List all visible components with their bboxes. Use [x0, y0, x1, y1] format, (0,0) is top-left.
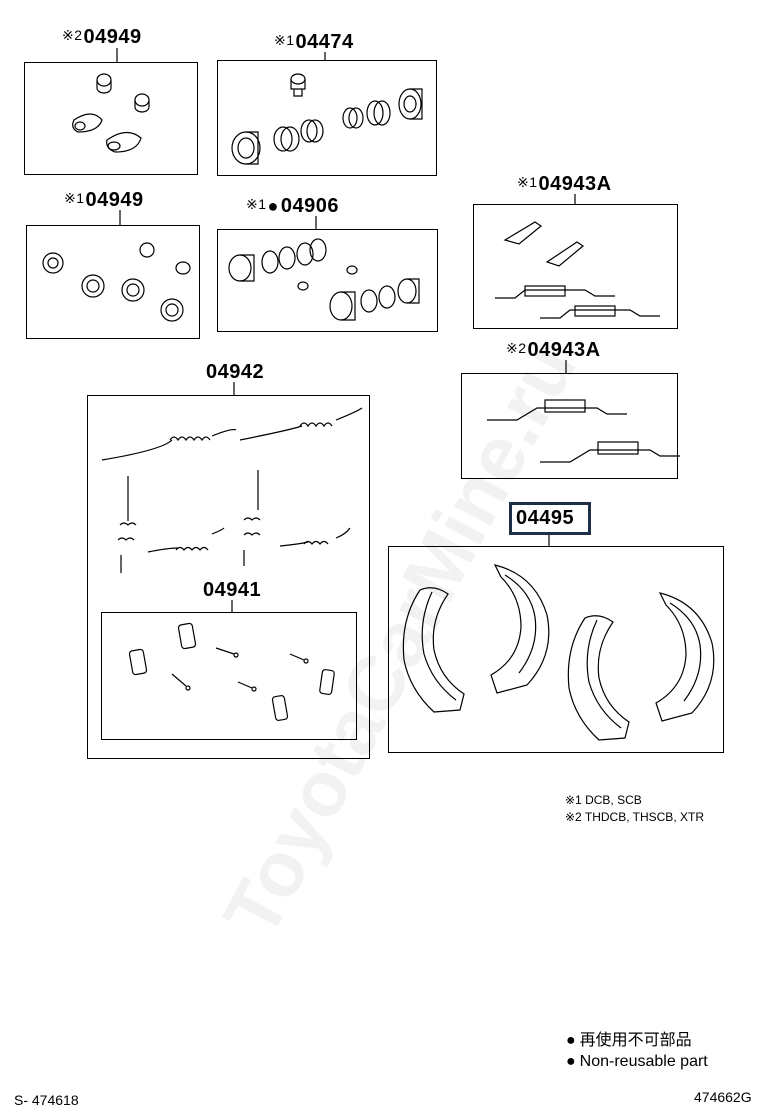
cup-icon [231, 131, 261, 165]
cup-icon [121, 278, 145, 302]
footer-left-code: S- 474618 [14, 1092, 79, 1108]
hold-down-spring-icon [117, 476, 137, 573]
applicability-note-2: ※2 THDCB, THSCB, XTR [565, 810, 704, 824]
group-label-04949-x2[interactable]: ※204949 [62, 26, 142, 48]
pin-icon [215, 647, 239, 658]
cup-icon [398, 88, 423, 120]
highlighted-part-box [509, 502, 591, 535]
group-label-04942[interactable]: 04942 [206, 361, 265, 383]
brake-shoe-icon [402, 587, 465, 713]
group-label-04943a-x1[interactable]: ※104943A [517, 173, 612, 195]
pin-icon [171, 673, 191, 691]
boot-icon [106, 131, 142, 153]
return-spring-icon [101, 429, 237, 461]
return-spring-icon [239, 407, 363, 441]
hold-down-spring-icon [279, 527, 351, 547]
adjuster-icon [495, 285, 615, 299]
group-box-04949-x2 [24, 62, 198, 175]
piston-icon [397, 278, 420, 304]
retainer-icon [319, 669, 335, 695]
cup-icon [175, 261, 191, 275]
group-box-04941 [101, 612, 357, 740]
cup-icon [139, 242, 155, 258]
non-reusable-dot-icon: ● [566, 1032, 576, 1049]
retainer-icon [177, 622, 197, 650]
hold-down-spring-icon [147, 527, 225, 553]
group-box-04474 [217, 60, 437, 176]
non-reusable-dot-icon: ● [566, 1053, 576, 1070]
cup-icon [296, 238, 327, 266]
cup-icon [329, 291, 356, 321]
adjuster-lever-icon [503, 221, 585, 267]
group-box-04495 [388, 546, 724, 753]
cup-icon [342, 107, 364, 129]
cup-icon [300, 119, 324, 143]
group-box-04949-x1 [26, 225, 200, 339]
cup-icon [160, 298, 184, 322]
group-label-04495[interactable]: 04495 [516, 507, 575, 529]
pin-icon [237, 681, 257, 692]
group-box-04943a-x1 [473, 204, 678, 329]
bleeder-icon [297, 265, 358, 291]
footer-right-code: 474662G [694, 1089, 752, 1105]
adjuster-icon [487, 399, 627, 421]
retainer-icon [271, 695, 289, 721]
cup-icon [360, 285, 396, 313]
group-label-04943a-x2[interactable]: ※204943A [506, 339, 601, 361]
adjuster-icon [540, 305, 660, 319]
applicability-note-1: ※1 DCB, SCB [565, 793, 642, 807]
adjuster-icon [540, 441, 680, 463]
brake-shoe-icon [567, 615, 630, 741]
hold-down-spring-icon [243, 470, 261, 566]
pin-icon [289, 653, 309, 664]
brake-shoe-icon [490, 564, 550, 694]
non-reusable-dot-icon: ● [267, 196, 279, 216]
group-box-04943a-x2 [461, 373, 678, 479]
cup-icon [134, 93, 150, 113]
cup-icon [366, 100, 391, 126]
cup-icon [273, 126, 300, 152]
group-label-04906[interactable]: ※1●04906 [246, 195, 340, 217]
cup-icon [261, 246, 296, 274]
brake-shoe-icon [655, 592, 715, 722]
cup-icon [96, 73, 112, 94]
bleeder-icon [290, 73, 306, 97]
retainer-icon [128, 648, 148, 676]
piston-icon [228, 254, 255, 282]
group-label-04949-x1[interactable]: ※104949 [64, 189, 144, 211]
group-label-04941[interactable]: 04941 [203, 579, 262, 601]
group-box-04942 [87, 395, 370, 759]
group-label-04474[interactable]: ※104474 [274, 31, 354, 53]
cup-icon [42, 252, 64, 274]
boot-icon [72, 113, 103, 133]
legend-item-en: ●Non-reusable part [566, 1053, 708, 1070]
legend-item-jp: ●再使用不可部品 [566, 1032, 692, 1049]
group-box-04906 [217, 229, 438, 332]
cup-icon [81, 274, 105, 298]
